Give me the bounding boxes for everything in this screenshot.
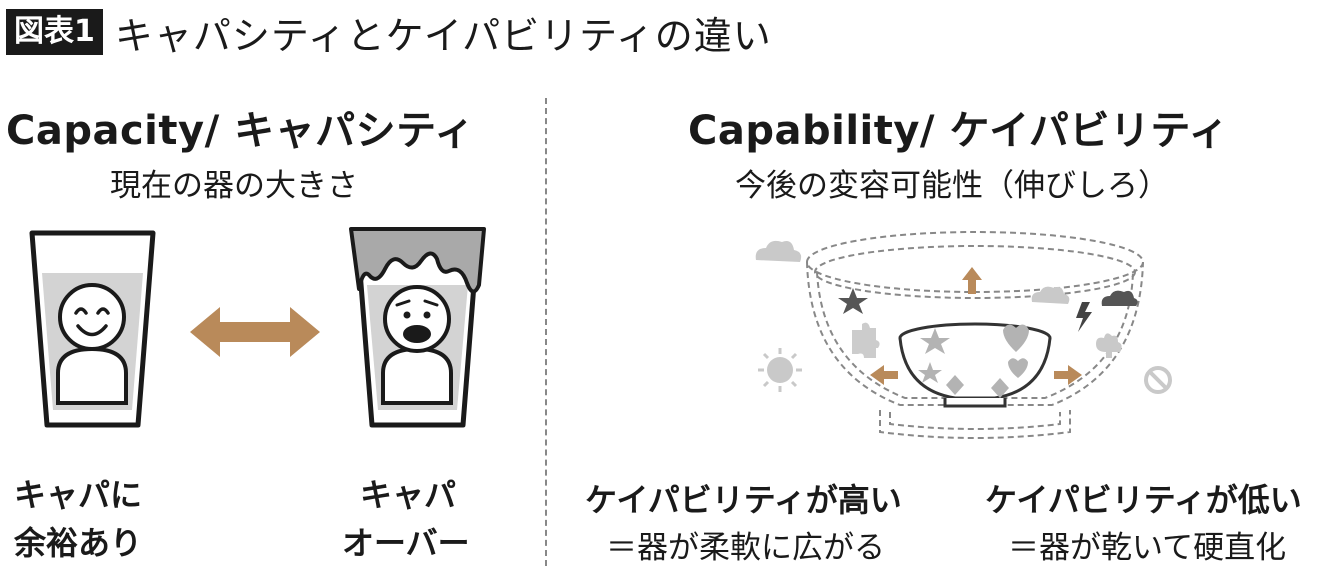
figure-title: キャパシティとケイパビリティの違い <box>114 13 772 58</box>
capacity-subtitle: 現在の器の大きさ <box>110 168 358 204</box>
star-icon <box>838 288 868 314</box>
figure-header: 図表1 キャパシティとケイパビリティの違い <box>6 8 772 58</box>
capability-subtitle: 今後の変容可能性（伸びしろ） <box>735 168 1169 204</box>
cloud-icon <box>1101 290 1138 306</box>
high-capability-caption: ケイパビリティが高い <box>585 481 902 519</box>
high-capability-sub: ＝器が柔軟に広がる <box>606 530 885 566</box>
cloud-icon <box>1031 286 1070 304</box>
double-arrow-icon <box>190 307 320 357</box>
overflowing-glass-icon <box>349 227 486 428</box>
capacity-title: Capacity/ キャパシティ <box>6 108 475 154</box>
figure-badge: 図表1 <box>6 9 103 55</box>
panel-divider <box>545 98 547 566</box>
lightning-icon <box>1076 302 1092 332</box>
cloud-icon <box>755 240 802 262</box>
right-caption-line1: キャパ <box>360 476 457 514</box>
sun-icon <box>758 348 802 392</box>
capability-title: Capability/ ケイパビリティ <box>688 108 1229 154</box>
right-caption-line2: オーバー <box>342 524 470 562</box>
puzzle-icon <box>852 322 880 358</box>
left-caption-line1: キャパに <box>14 476 143 514</box>
club-icon <box>1096 333 1122 358</box>
glass-with-room-icon <box>29 230 156 428</box>
left-caption-line2: 余裕あり <box>14 524 143 562</box>
flexible-bowl-illustration <box>755 231 1172 439</box>
low-capability-caption: ケイパビリティが低い <box>985 481 1302 519</box>
prohibited-icon <box>1144 366 1172 394</box>
low-capability-sub: ＝器が乾いて硬直化 <box>1008 530 1287 566</box>
